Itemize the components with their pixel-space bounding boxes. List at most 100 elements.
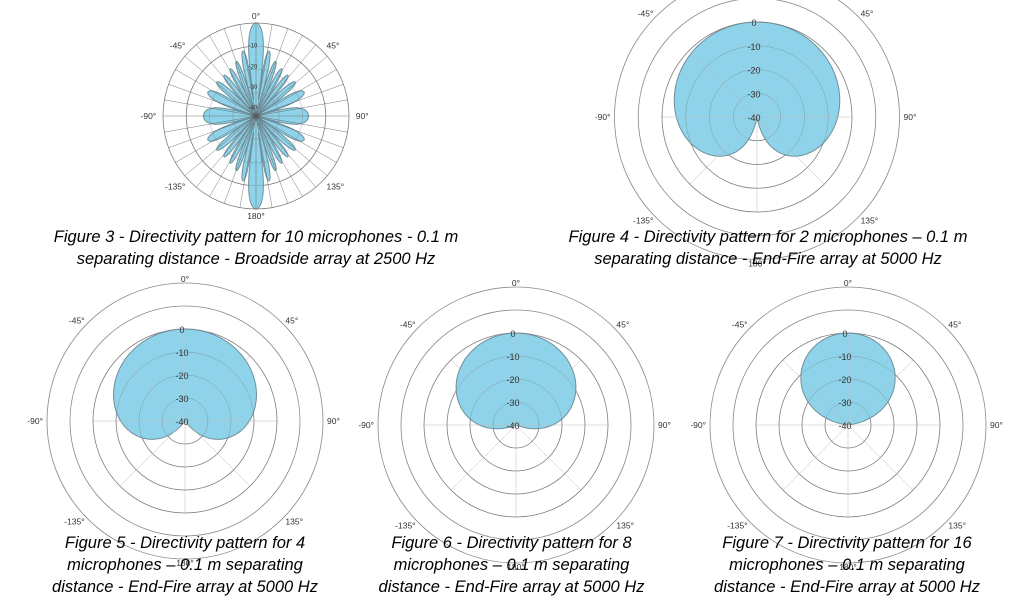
angle-label: -90° [141, 111, 157, 121]
angle-label: 0° [844, 278, 852, 288]
figure-4-caption-line-1: Figure 4 - Directivity pattern for 2 mic… [568, 228, 968, 246]
polar-ring-inner [709, 69, 805, 165]
radial-tick-label: -10 [506, 352, 519, 362]
figure-4-polar-chart: 0-10-20-30-400°45°90°135°180°-135°-90°-4… [595, 0, 916, 269]
figure-7-caption-line-3: distance - End-Fire array at 5000 Hz [714, 578, 980, 596]
polar-ring-inner [801, 378, 895, 472]
angle-label: 180° [839, 562, 857, 572]
polar-ring-inner [446, 355, 586, 495]
radial-tick-label: -10 [175, 348, 188, 358]
figure-6-caption-line-3: distance - End-Fire array at 5000 Hz [378, 578, 645, 596]
figure-5-polar-chart: 0-10-20-30-400°45°90°135°180°-135°-90°-4… [27, 274, 340, 568]
figure-4-panel: 0-10-20-30-400°45°90°135°180°-135°-90°-4… [512, 0, 1024, 280]
angle-label: 90° [658, 420, 671, 430]
polar-ring-inner [162, 22, 350, 210]
polar-ring-inner [469, 378, 563, 472]
radial-tick-label: -30 [506, 398, 519, 408]
radial-tick-label: 0 [842, 329, 847, 339]
figure-6-caption-line-1: Figure 6 - Directivity pattern for 8 [391, 534, 632, 552]
radial-tick-label: -30 [175, 394, 188, 404]
figure-7-polar-chart: 0 -10 -20 -30 -40 0° 45° 90° 135° 180° -135° -90° -4… [690, 278, 1003, 572]
polar-ring-inner [733, 93, 781, 141]
radial-tick-label: -10 [838, 352, 851, 362]
figure-7-caption-line-2: microphones – 0.1 m separating [729, 556, 965, 574]
angle-label: -45° [732, 320, 748, 330]
angle-label: 135° [616, 520, 634, 530]
polar-ring-inner [232, 92, 280, 140]
angle-label: -45° [69, 316, 85, 326]
angle-label: -135° [165, 182, 185, 192]
figure-5-caption-line-1: Figure 5 - Directivity pattern for 4 [64, 534, 306, 552]
polar-ring-inner [685, 45, 829, 189]
angle-label: 90° [990, 420, 1003, 430]
angle-label: 180° [247, 211, 265, 221]
polar-grid-overlay: 0-10-20-30-400°45°90°135°180°-135°-90°-4… [27, 274, 340, 568]
angle-label: -45° [638, 8, 654, 18]
radial-tick-label: -30 [747, 89, 760, 99]
radial-tick-label: 0 [751, 18, 756, 28]
figure-5-caption-line-3: distance - End-Fire array at 5000 Hz [52, 578, 318, 596]
angle-label: 135° [327, 182, 345, 192]
radial-tick-label: -30 [838, 398, 851, 408]
polar-ring-inner [186, 46, 326, 186]
figure-5-caption: Figure 5 - Directivity pattern for 4 mic… [0, 532, 370, 598]
radial-tick-label: -30 [249, 85, 258, 91]
figure-3-caption-line-1: Figure 3 - Directivity pattern for 10 mi… [53, 228, 459, 246]
angle-label: -135° [64, 516, 84, 526]
angle-label: 90° [327, 416, 340, 426]
polar-ring-inner [115, 351, 255, 491]
radial-tick-label: -20 [838, 375, 851, 385]
figure-7-caption: Figure 7 - Directivity pattern for 16 mi… [682, 532, 1012, 598]
angle-label: -45° [400, 320, 416, 330]
figure-3-caption: Figure 3 - Directivity pattern for 10 mi… [0, 226, 512, 270]
figure-6-caption: Figure 6 - Directivity pattern for 8 mic… [341, 532, 682, 598]
radial-tick-label: -20 [747, 66, 760, 76]
radial-tick-label: 0 [510, 329, 515, 339]
figure-6-caption-line-2: microphones – 0.1 m separating [393, 556, 630, 574]
angle-label: 180° [176, 558, 194, 568]
radial-tick-label: -40 [838, 421, 851, 431]
polar-ring [400, 309, 632, 541]
angle-label: -90° [595, 112, 611, 122]
polar-grid-overlay: 0-10-20-30-400°45°90°135°180°-135°-90°-4… [595, 8, 917, 268]
angle-label: 135° [861, 216, 879, 226]
angle-label: 45° [285, 316, 298, 326]
radial-tick-label: -40 [747, 113, 760, 123]
polar-grid-overlay: 0 -10 -20 -30 -40 0° 45° 90° 135° 180° -135° -90° -4… [690, 278, 1003, 572]
polar-ring-inner [824, 401, 872, 449]
figure-4-caption: Figure 4 - Directivity pattern for 2 mic… [512, 226, 1024, 270]
figure-3-caption-line-2: separating distance - Broadside array at… [76, 250, 436, 268]
angle-label: 180° [507, 562, 525, 572]
radial-tick-label: -40 [506, 421, 519, 431]
polar-ring [637, 0, 877, 237]
angle-label: -135° [727, 520, 747, 530]
angle-label: -90° [27, 416, 43, 426]
polar-ring-inner [661, 21, 853, 213]
angle-label: 0° [181, 274, 189, 284]
polar-ring-inner [755, 332, 941, 518]
figure-6-polar-chart: 0-10-20-30-400°45°90°135°180°-135°-90°-4… [358, 278, 671, 572]
angle-label: 45° [948, 320, 961, 330]
radial-tick-label: 0 [179, 325, 184, 335]
polar-ring-inner [778, 355, 918, 495]
figure-3-polar-chart: -10-20-30-400°45°90°135°180°-135°-90°-45… [141, 11, 369, 221]
angle-label: 45° [616, 320, 629, 330]
polar-ring-inner [209, 69, 303, 163]
radial-tick-label: -20 [506, 375, 519, 385]
angle-label: 0° [252, 11, 260, 21]
angle-label: -45° [170, 40, 186, 50]
figure-7-caption-line-1: Figure 7 - Directivity pattern for 16 [722, 534, 972, 552]
angle-label: 90° [904, 112, 917, 122]
angle-label: -90° [690, 420, 706, 430]
angle-label: -135° [633, 216, 653, 226]
polar-ring [46, 282, 324, 560]
angle-label: 0° [512, 278, 520, 288]
figure-7-panel: 0 -10 -20 -30 -40 0° 45° 90° 135° 180° -135° -90° -4… [682, 278, 1024, 613]
polar-ring-inner [423, 332, 609, 518]
angle-label: 135° [948, 520, 966, 530]
figure-4-caption-line-2: separating distance - End-Fire array at … [594, 250, 942, 268]
angle-label: 45° [327, 40, 340, 50]
polar-ring-inner [92, 328, 278, 514]
